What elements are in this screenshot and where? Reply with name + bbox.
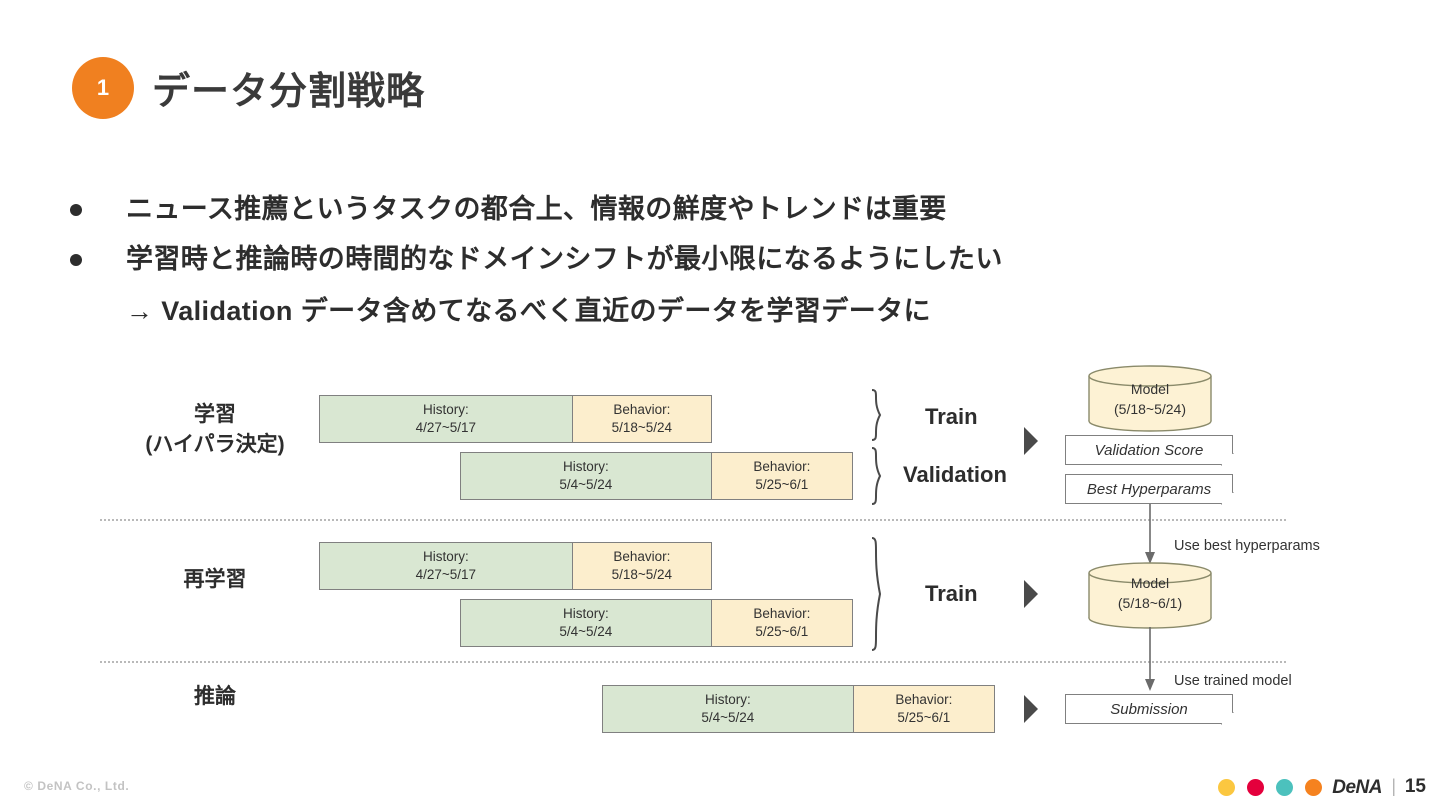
brand-dot-teal bbox=[1276, 779, 1293, 796]
segment-range: 5/25~6/1 bbox=[897, 710, 951, 725]
cylinder-shape-icon bbox=[1088, 562, 1212, 629]
cylinder-shape-icon bbox=[1088, 365, 1212, 432]
bullet-sub-line: → Validation データ含めてなるべく直近のデータを学習データに bbox=[126, 296, 931, 327]
page-number: 15 bbox=[1404, 776, 1426, 797]
segment-range: 5/4~5/24 bbox=[559, 624, 613, 639]
segment-title: History: bbox=[422, 548, 469, 564]
segment-title: Behavior: bbox=[895, 691, 953, 707]
row-label-retraining: 再学習 bbox=[110, 565, 320, 595]
brand-dot-yellow bbox=[1218, 779, 1235, 796]
model-cylinder-top: Model (5/18~5/24) bbox=[1087, 365, 1213, 433]
section-divider bbox=[100, 519, 1286, 521]
row-label-line2: (ハイパラ決定) bbox=[145, 433, 285, 457]
segment-range: 5/4~5/24 bbox=[701, 710, 755, 725]
segment-range: 5/25~6/1 bbox=[755, 624, 809, 639]
note-label: Submission bbox=[1110, 700, 1188, 718]
arrow-right-icon bbox=[1024, 695, 1038, 723]
list-item: ニュース推薦というタスクの都合上、情報の鮮度やトレンドは重要 bbox=[70, 188, 1370, 232]
brand-dot-crimson bbox=[1247, 779, 1264, 796]
bar-segment-behavior: Behavior: 5/25~6/1 bbox=[710, 453, 852, 499]
bar-segment-history: History: 4/27~5/17 bbox=[320, 396, 572, 442]
brand-dots bbox=[1218, 779, 1322, 796]
timeline-bar: History: 5/4~5/24 Behavior: 5/25~6/1 bbox=[460, 452, 853, 500]
bar-segment-behavior: Behavior: 5/18~5/24 bbox=[571, 543, 711, 589]
bullet-text: 学習時と推論時の時間的なドメインシフトが最小限になるようにしたい bbox=[126, 243, 1003, 274]
segment-title: Behavior: bbox=[753, 458, 811, 474]
brace-label-train: Train bbox=[925, 581, 978, 606]
row-label-inference: 推論 bbox=[110, 682, 320, 712]
segment-title: History: bbox=[422, 401, 469, 417]
section-number: 1 bbox=[96, 75, 110, 100]
segment-title: Behavior: bbox=[613, 401, 671, 417]
segment-range: 5/18~5/24 bbox=[611, 420, 673, 435]
arrow-right-icon bbox=[1024, 427, 1038, 455]
note-label: Validation Score bbox=[1094, 441, 1204, 459]
annotation-use-best-hyperparams: Use best hyperparams bbox=[1174, 538, 1320, 554]
bullet-text: ニュース推薦というタスクの都合上、情報の鮮度やトレンドは重要 bbox=[126, 194, 947, 224]
timeline-bar: History: 4/27~5/17 Behavior: 5/18~5/24 bbox=[319, 395, 712, 443]
segment-range: 5/4~5/24 bbox=[559, 477, 613, 492]
segment-range: 4/27~5/17 bbox=[415, 567, 477, 582]
copyright-text: © DeNA Co., Ltd. bbox=[24, 779, 130, 793]
brand-logo: DeNA bbox=[1332, 777, 1382, 798]
bullet-dot-icon bbox=[70, 253, 82, 266]
footer-separator: | bbox=[1391, 776, 1396, 796]
bar-segment-history: History: 5/4~5/24 bbox=[603, 686, 853, 732]
segment-title: Behavior: bbox=[753, 605, 811, 621]
flow-arrow-down-icon bbox=[1145, 504, 1155, 564]
section-number-badge: 1 bbox=[72, 57, 134, 119]
brace-validation-icon bbox=[871, 447, 882, 505]
segment-title: History: bbox=[562, 605, 609, 621]
row-label-line1: 学習 bbox=[194, 403, 236, 426]
brand-dot-orange bbox=[1305, 779, 1322, 796]
segment-title: History: bbox=[704, 691, 751, 707]
arrow-right-icon bbox=[1024, 580, 1038, 608]
bar-segment-history: History: 5/4~5/24 bbox=[461, 453, 711, 499]
segment-range: 5/18~5/24 bbox=[611, 567, 673, 582]
bar-segment-history: History: 4/27~5/17 bbox=[320, 543, 572, 589]
brace-train-icon bbox=[871, 389, 882, 441]
bar-segment-behavior: Behavior: 5/25~6/1 bbox=[710, 600, 852, 646]
timeline-bar: History: 5/4~5/24 Behavior: 5/25~6/1 bbox=[602, 685, 995, 733]
segment-title: Behavior: bbox=[613, 548, 671, 564]
brace-label-train: Train bbox=[925, 404, 978, 429]
segment-range: 5/25~6/1 bbox=[755, 477, 809, 492]
brace-train-icon bbox=[871, 537, 882, 651]
section-divider bbox=[100, 661, 1286, 663]
bar-segment-behavior: Behavior: 5/25~6/1 bbox=[852, 686, 994, 732]
note-submission: Submission bbox=[1065, 694, 1233, 724]
bar-segment-history: History: 5/4~5/24 bbox=[461, 600, 711, 646]
note-best-hyperparams: Best Hyperparams bbox=[1065, 474, 1233, 504]
bullet-dot-icon bbox=[70, 204, 82, 216]
page-title: データ分割戦略 bbox=[152, 71, 426, 113]
brace-label-validation: Validation bbox=[903, 462, 1007, 487]
row-label-line1: 推論 bbox=[194, 685, 236, 708]
bar-segment-behavior: Behavior: 5/18~5/24 bbox=[571, 396, 711, 442]
note-label: Best Hyperparams bbox=[1086, 480, 1212, 498]
row-label-training: 学習 (ハイパラ決定) bbox=[110, 400, 320, 461]
row-label-line1: 再学習 bbox=[183, 568, 247, 591]
timeline-bar: History: 5/4~5/24 Behavior: 5/25~6/1 bbox=[460, 599, 853, 647]
list-item: 学習時と推論時の時間的なドメインシフトが最小限になるようにしたい bbox=[70, 238, 1370, 282]
segment-range: 4/27~5/17 bbox=[415, 420, 477, 435]
flow-arrow-down-icon bbox=[1145, 627, 1155, 691]
note-validation-score: Validation Score bbox=[1065, 435, 1233, 465]
annotation-use-trained-model: Use trained model bbox=[1174, 673, 1292, 689]
bullet-list: ニュース推薦というタスクの都合上、情報の鮮度やトレンドは重要 学習時と推論時の時… bbox=[70, 188, 1370, 328]
segment-title: History: bbox=[562, 458, 609, 474]
timeline-bar: History: 4/27~5/17 Behavior: 5/18~5/24 bbox=[319, 542, 712, 590]
model-cylinder-mid: Model (5/18~6/1) bbox=[1087, 562, 1213, 630]
